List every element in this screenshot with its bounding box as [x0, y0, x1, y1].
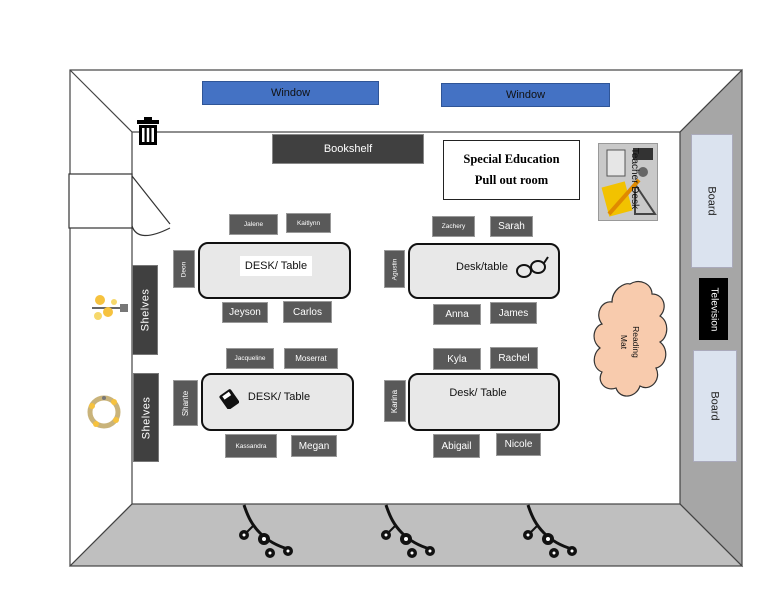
- student-shante: Shante: [173, 380, 198, 426]
- desk-table-3-label: DESK/ Table: [247, 391, 311, 403]
- student-jacqueline: Jacqueline: [226, 348, 274, 369]
- glasses-icon: [516, 256, 549, 278]
- student-james: James: [490, 302, 537, 324]
- shelves-top: Shelves: [132, 265, 158, 355]
- window-right: Window: [441, 83, 610, 107]
- desk-table-4-label: Desk/ Table: [449, 387, 507, 399]
- trash-can-icon: [137, 117, 159, 145]
- student-sarah: Sarah: [490, 216, 533, 237]
- reading-mat-label: Reading Mat: [600, 312, 660, 372]
- teacher-desk: Teacher Desk: [598, 143, 658, 221]
- student-megan: Megan: [291, 435, 337, 457]
- student-jalene: Jalene: [229, 214, 278, 235]
- reading-mat-line2: Mat: [618, 334, 629, 350]
- student-jeyson: Jeyson: [222, 302, 268, 323]
- television: Television: [699, 278, 728, 340]
- student-anna: Anna: [433, 304, 481, 325]
- desk-table-3: DESK/ Table: [201, 373, 354, 431]
- desk-table-4: Desk/ Table: [408, 373, 560, 431]
- student-rachel: Rachel: [490, 347, 538, 369]
- teacher-desk-label: Teacher Desk: [629, 147, 641, 209]
- student-karina: Karina: [384, 380, 406, 422]
- teacher-desk-supplies-icon: [601, 148, 657, 217]
- calculator-icon: [219, 389, 239, 409]
- board-bottom: Board: [693, 350, 737, 462]
- cherry-blossom-branch-icon: [239, 504, 293, 558]
- window-left: Window: [202, 81, 379, 105]
- shelves-bottom: Shelves: [133, 373, 159, 462]
- student-kassandra: Kassandra: [225, 434, 277, 458]
- student-moserrat: Moserrat: [284, 348, 338, 369]
- cherry-blossom-branch-icon: [381, 504, 435, 558]
- cherry-blossom-branch-icon: [523, 504, 577, 558]
- flower-vine-icon: [92, 295, 128, 320]
- student-kyla: Kyla: [433, 348, 481, 370]
- student-nicole: Nicole: [496, 433, 541, 456]
- student-carlos: Carlos: [283, 301, 332, 323]
- student-zachery: Zachery: [432, 216, 475, 237]
- reading-mat: [593, 281, 668, 397]
- student-deon: Deon: [173, 250, 195, 288]
- reading-mat-line1: Reading: [630, 326, 641, 358]
- wreath-icon: [87, 395, 121, 429]
- desk-table-2-label: Desk/table: [456, 261, 508, 273]
- desk-table-1-label: DESK/ Table: [240, 256, 312, 276]
- room-title-line2: Pull out room: [474, 173, 549, 187]
- desk-table-2: Desk/table: [408, 243, 560, 299]
- room-title: Special Education Pull out room: [443, 140, 580, 200]
- room-title-line1: Special Education: [463, 152, 560, 166]
- bookshelf: Bookshelf: [272, 134, 424, 164]
- door-icon[interactable]: [66, 172, 176, 244]
- student-agustin: Agustin: [384, 250, 405, 288]
- student-abigail: Abigail: [433, 434, 480, 458]
- student-kaitlynn: Kaitlynn: [286, 213, 331, 233]
- board-top: Board: [691, 134, 733, 268]
- desk-table-1: DESK/ Table: [198, 242, 351, 299]
